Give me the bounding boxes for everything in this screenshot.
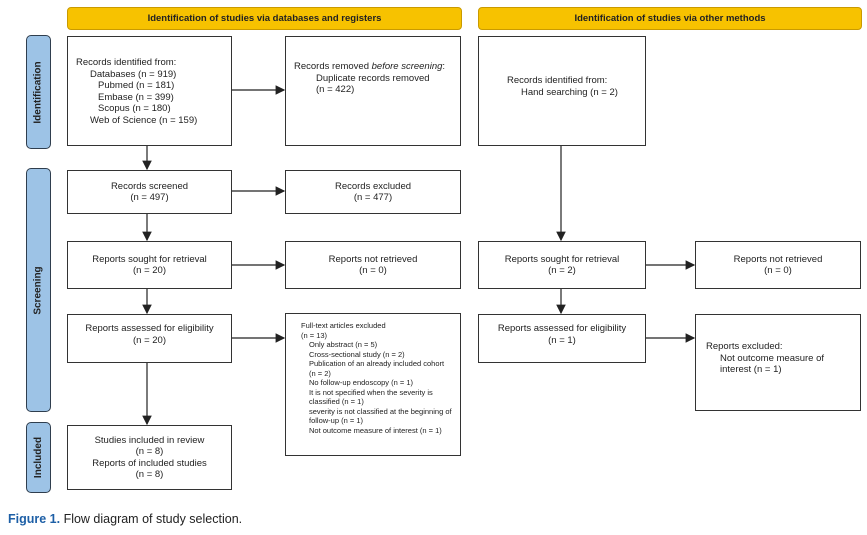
phase-screening: Screening (26, 168, 51, 412)
box-count: (n = 2) (548, 265, 576, 276)
records-excluded-box: Records excluded(n = 477) (285, 170, 461, 214)
exclusion-reason: severity is not classified at the beginn… (309, 406, 452, 426)
box-title: Records removed (294, 61, 372, 72)
box-count: (n = 0) (359, 265, 387, 276)
header-other-methods: Identification of studies via other meth… (478, 7, 862, 30)
box-title: Reports not retrieved (733, 253, 823, 265)
exclusion-reason: It is not specified when the severity is… (309, 387, 433, 407)
reports-sought-box: Reports sought for retrieval(n = 20) (67, 241, 232, 289)
box-count: (n = 1) (548, 334, 576, 346)
box-count: (n = 13) (301, 330, 328, 340)
other-reports-not-retrieved-box: Reports not retrieved(n = 0) (695, 241, 861, 289)
exclusion-reason: Not outcome measure of interest (n = 1) (720, 352, 825, 376)
box-title: Records identified from: (76, 57, 177, 68)
box-title: Records screened (110, 180, 189, 192)
studies-included-box: Studies included in review (n = 8) Repor… (67, 425, 232, 490)
box-title: Reports excluded: (706, 341, 783, 352)
exclusion-reason: No follow-up endoscopy (n = 1) (309, 378, 414, 387)
exclusion-reason: Cross-sectional study (n = 2) (309, 349, 405, 359)
other-reports-sought-box: Reports sought for retrieval(n = 2) (478, 241, 646, 289)
header-databases-label: Identification of studies via databases … (147, 13, 382, 24)
source-line: Scopus (n = 180) (98, 103, 171, 114)
exclusion-reason: Not outcome measure of interest (n = 1) (309, 425, 442, 435)
box-count: (n = 8) (135, 446, 164, 457)
box-title: Records excluded (334, 180, 412, 192)
box-title: Full-text articles excluded (301, 321, 386, 330)
box-title: Reports not retrieved (328, 253, 418, 265)
source-line: Embase (n = 399) (98, 91, 174, 103)
source-line: Pubmed (n = 181) (98, 80, 175, 91)
box-title: Reports of included studies (92, 457, 207, 469)
box-count: (n = 477) (353, 192, 393, 203)
other-records-identified-box: Records identified from: Hand searching … (478, 36, 646, 146)
box-title-end: : (442, 61, 446, 72)
box-title: Reports sought for retrieval (504, 253, 620, 265)
box-title: Reports assessed for eligibility (497, 323, 627, 334)
reports-not-retrieved-box: Reports not retrieved(n = 0) (285, 241, 461, 289)
box-count: (n = 0) (764, 265, 792, 276)
source-line: Databases (n = 919) (90, 68, 177, 80)
duplicates-count: (n = 422) (316, 84, 355, 95)
box-count: (n = 497) (130, 192, 169, 203)
source-line: Hand searching (n = 2) (521, 86, 618, 98)
header-other-label: Identification of studies via other meth… (574, 13, 766, 24)
box-count: (n = 20) (132, 265, 166, 276)
caption-text: Flow diagram of study selection. (60, 512, 243, 526)
caption-label: Figure 1. (8, 512, 61, 526)
records-identified-box: Records identified from: Databases (n = … (67, 36, 232, 146)
box-title: Reports sought for retrieval (92, 253, 207, 265)
other-reports-excluded-box: Reports excluded: Not outcome measure of… (695, 314, 861, 411)
phase-included: Included (26, 422, 51, 493)
box-title-emphasis: before screening (371, 61, 443, 72)
duplicates-line: Duplicate records removed (316, 72, 430, 84)
box-count: (n = 8) (135, 469, 164, 480)
source-line: Web of Science (n = 159) (90, 114, 198, 126)
records-screened-box: Records screened(n = 497) (67, 170, 232, 214)
box-title: Reports assessed for eligibility (85, 323, 214, 334)
phase-identification: Identification (26, 35, 51, 149)
header-databases: Identification of studies via databases … (67, 7, 462, 30)
fulltext-excluded-box: Full-text articles excluded (n = 13) Onl… (285, 313, 461, 456)
box-title: Studies included in review (94, 434, 205, 446)
figure-caption: Figure 1. Flow diagram of study selectio… (8, 512, 242, 526)
exclusion-reason: Publication of an already included cohor… (309, 359, 445, 378)
box-title: Records identified from: (507, 75, 608, 86)
exclusion-reason: Only abstract (n = 5) (309, 340, 378, 349)
other-reports-assessed-box: Reports assessed for eligibility(n = 1) (478, 314, 646, 363)
box-count: (n = 20) (132, 334, 166, 346)
records-removed-box: Records removed before screening: Duplic… (285, 36, 461, 146)
reports-assessed-box: Reports assessed for eligibility(n = 20) (67, 314, 232, 363)
